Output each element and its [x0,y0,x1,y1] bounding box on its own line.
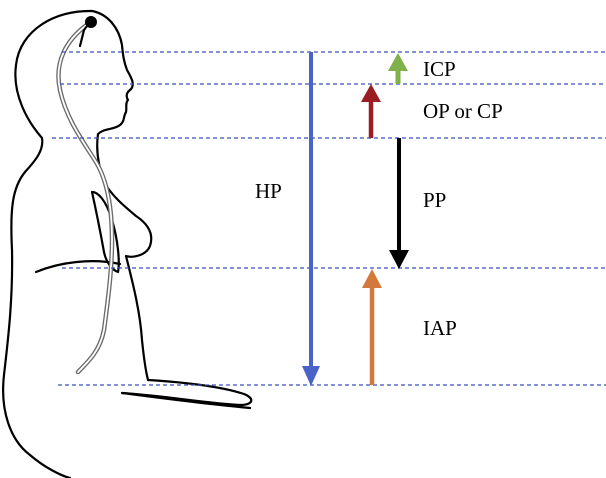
figure-front-outline [92,11,151,380]
op-cp-arrow-head [361,84,381,102]
label-op-cp: OP or CP [423,99,503,123]
figure-thigh-lower [122,393,250,408]
hp-arrow-head [302,366,320,386]
label-hp: HP [255,179,282,203]
icp-arrow [388,53,408,84]
hp-arrow [302,52,320,386]
icp-arrow-head [388,53,408,71]
label-iap: IAP [423,316,457,340]
iap-arrow [362,269,382,385]
reference-lines [52,52,606,385]
figure-arm [92,192,119,272]
seated-human-figure [3,11,251,478]
catheter-sensor-cap [85,16,97,28]
figure-waist-line [36,261,120,272]
label-icp: ICP [423,57,456,81]
op-cp-arrow [361,84,381,138]
pp-arrow [389,138,409,269]
iap-arrow-head [362,269,382,288]
label-pp: PP [423,188,446,212]
catheter [58,16,112,372]
figure-back-outline [3,11,92,478]
pp-arrow-head [389,250,409,269]
catheter-tube-outer [58,24,112,372]
